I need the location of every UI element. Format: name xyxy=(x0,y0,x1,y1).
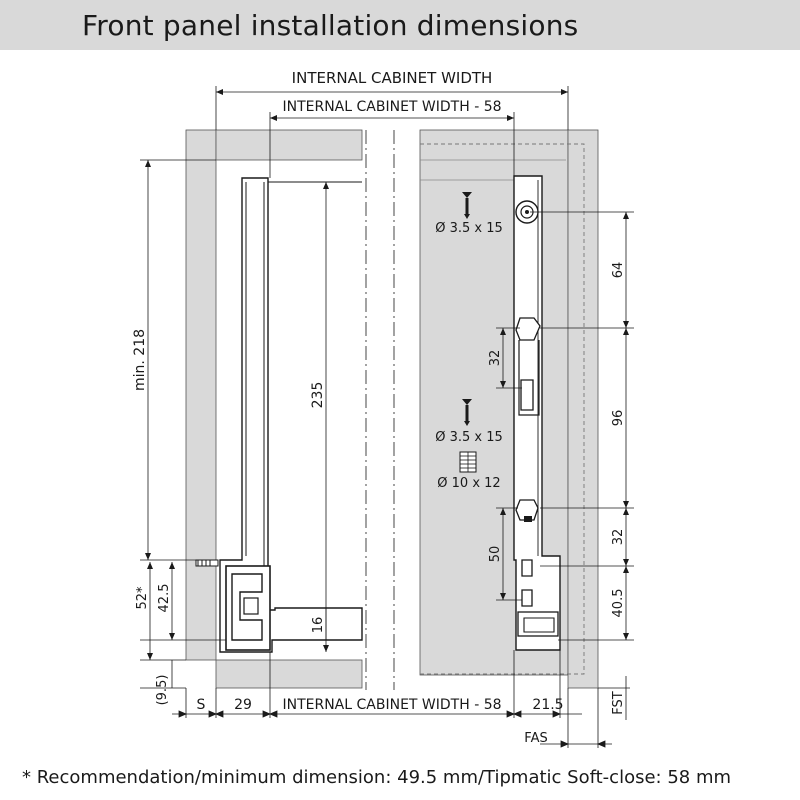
label-50: 50 xyxy=(488,546,503,563)
label-min-height: min. 218 xyxy=(132,329,148,391)
label-internal-width: INTERNAL CABINET WIDTH xyxy=(292,69,493,87)
label-s: S xyxy=(197,697,206,713)
left-top-panel xyxy=(215,129,363,161)
label-screw-top: Ø 3.5 x 15 xyxy=(435,221,503,236)
right-cabinet-view xyxy=(393,129,599,690)
label-fst: FST xyxy=(611,691,626,715)
left-side-panel xyxy=(185,129,217,661)
label-fas: FAS xyxy=(524,731,547,746)
left-bottom-panel xyxy=(215,659,363,689)
page-title: Front panel installation dimensions xyxy=(82,9,579,42)
label-screw-mid: Ø 3.5 x 15 xyxy=(435,430,503,445)
label-29: 29 xyxy=(234,697,252,713)
label-64: 64 xyxy=(611,262,626,279)
label-32-right: 32 xyxy=(611,529,626,546)
label-21-5: 21.5 xyxy=(532,697,563,713)
label-52: 52* xyxy=(135,586,150,610)
label-235: 235 xyxy=(310,382,326,409)
installation-diagram: INTERNAL CABINET WIDTH INTERNAL CABINET … xyxy=(132,69,634,748)
dowel-icon xyxy=(459,451,477,473)
screw-icon xyxy=(462,399,472,426)
label-32-upper: 32 xyxy=(488,350,503,367)
right-side-panel xyxy=(567,129,599,689)
footnote: * Recommendation/minimum dimension: 49.5… xyxy=(22,767,732,788)
label-internal-width-minus-top: INTERNAL CABINET WIDTH - 58 xyxy=(282,99,501,115)
label-42-5: 42.5 xyxy=(157,584,172,613)
left-cabinet-view xyxy=(185,129,367,690)
label-9-5: (9.5) xyxy=(155,675,170,706)
dimension-lines xyxy=(140,86,634,748)
bracket-slots xyxy=(515,317,541,607)
side-screw-icon xyxy=(195,559,219,567)
screw-icon xyxy=(462,192,472,219)
label-16: 16 xyxy=(311,617,326,634)
header-bar: Front panel installation dimensions xyxy=(0,0,800,50)
dimension-labels: INTERNAL CABINET WIDTH INTERNAL CABINET … xyxy=(132,69,626,746)
label-dowel: Ø 10 x 12 xyxy=(437,476,500,491)
label-40-5: 40.5 xyxy=(611,589,626,618)
label-96: 96 xyxy=(611,410,626,427)
label-internal-width-minus-bottom: INTERNAL CABINET WIDTH - 58 xyxy=(282,697,501,713)
